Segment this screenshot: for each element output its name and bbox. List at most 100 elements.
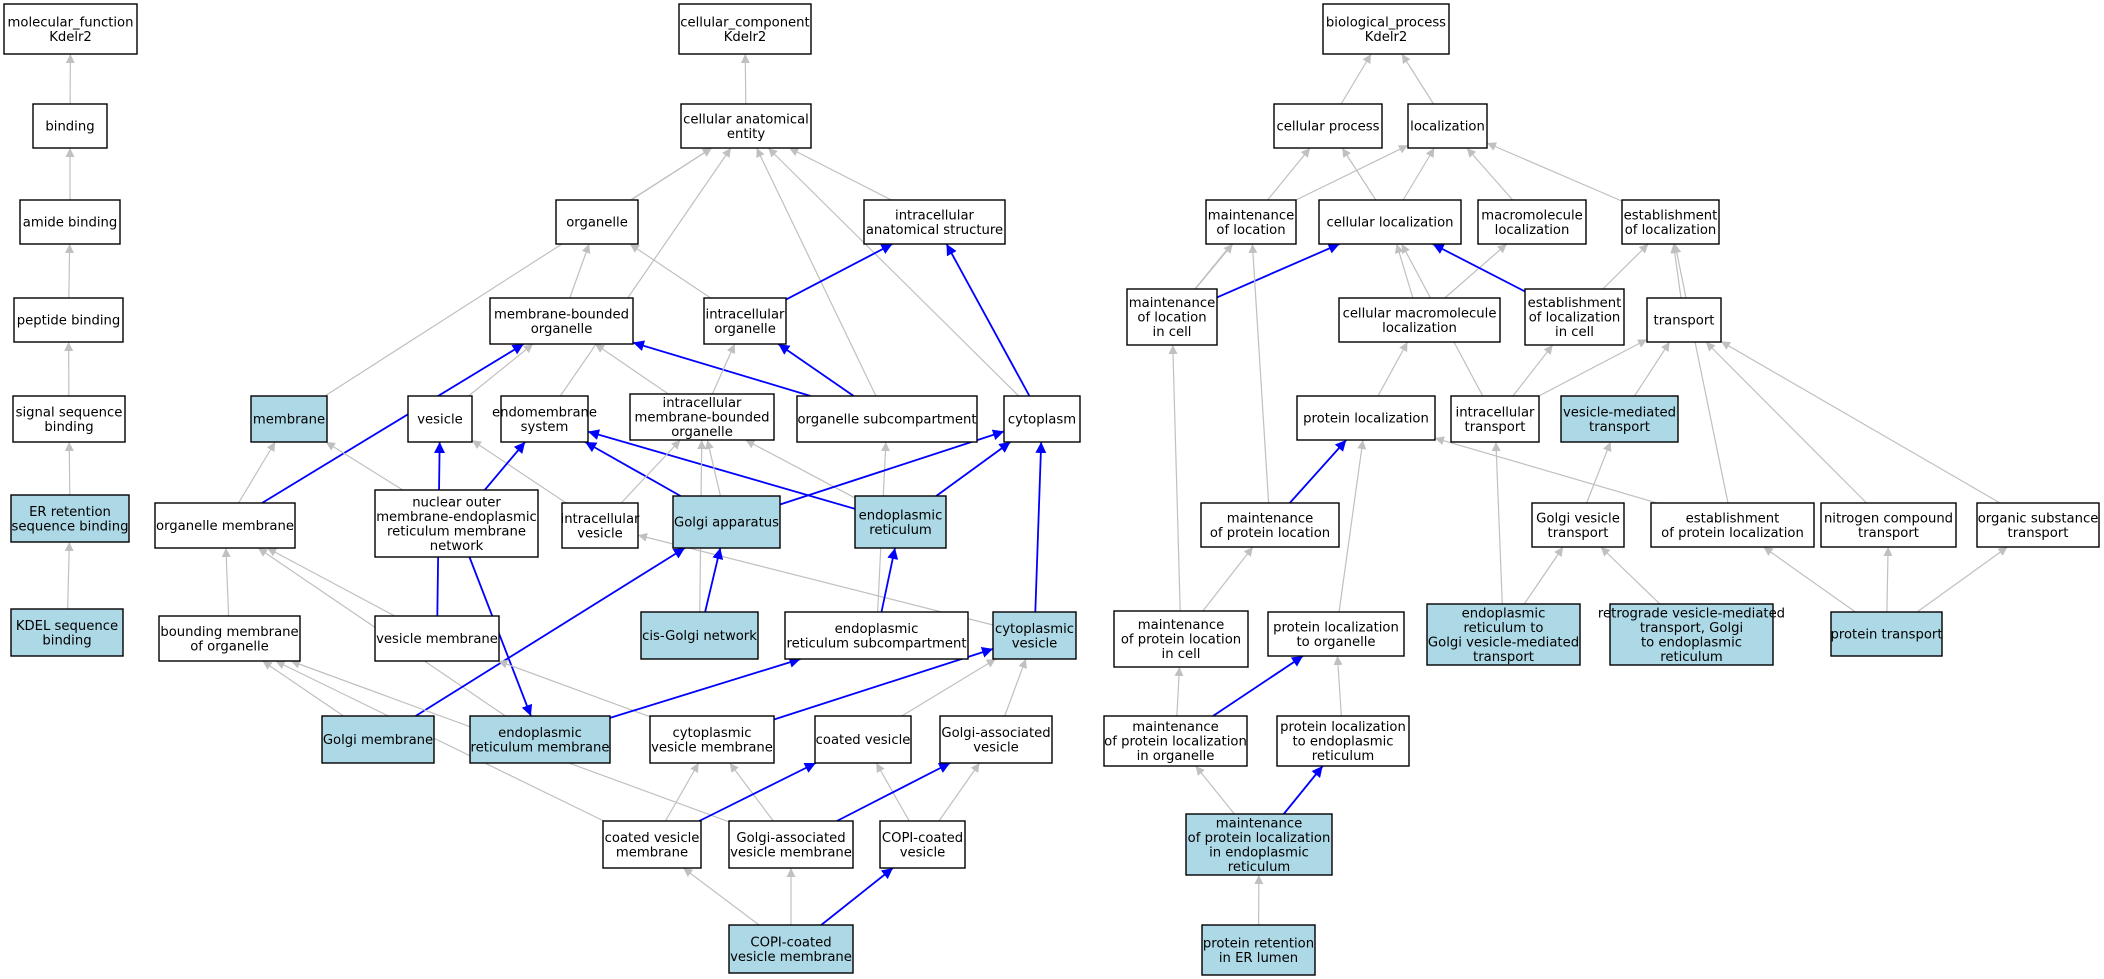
node-box: [1201, 924, 1316, 976]
node-label-line: of localization: [1529, 311, 1621, 326]
node-vesmem: vesicle membrane: [374, 615, 500, 662]
edge-vmt-to-transport: [1633, 341, 1671, 397]
node-cloc: cellular localization: [1318, 199, 1462, 245]
node-box: [1126, 288, 1218, 346]
node-label-line: transport: [1465, 420, 1526, 435]
node-label-line: peptide binding: [17, 314, 121, 329]
edge-mpl-to-protloc: [1289, 439, 1347, 504]
node-label-line: cellular macromolecule: [1343, 306, 1497, 321]
node-label-line: Kdelr2: [49, 30, 92, 45]
edge-mpler-to-mplorg: [1195, 765, 1235, 815]
node-prottrans: protein transport: [1830, 611, 1943, 657]
node-label-line: protein localization: [1303, 412, 1429, 427]
node-label-line: nitrogen compound: [1824, 511, 1953, 526]
edge-cmacroloc-to-macroloc: [1444, 243, 1508, 299]
node-amide: amide binding: [19, 199, 121, 245]
node-label-line: endoplasmic: [835, 622, 919, 637]
edge-ermem-to-ersub: [609, 656, 801, 719]
node-label-line: organelle: [671, 425, 733, 440]
node-label-line: anatomical structure: [866, 223, 1003, 238]
edge-nuclear-to-ermem: [468, 556, 533, 717]
node-label-line: localization: [1382, 321, 1457, 336]
node-box: [1205, 199, 1297, 245]
node-label-line: binding: [44, 420, 93, 435]
node-label-line: in endoplasmic: [1209, 845, 1309, 860]
node-box: [10, 608, 124, 657]
node-label-line: establishment: [1624, 208, 1718, 223]
node-box: [1113, 610, 1249, 668]
node-label-line: maintenance: [1138, 618, 1224, 633]
edge-ias-to-cae: [788, 147, 892, 201]
node-box: [489, 297, 634, 345]
edge-prottrans-to-ncompt: [1883, 546, 1893, 613]
node-box: [407, 395, 473, 443]
node-box: [784, 611, 969, 660]
node-box: [728, 820, 854, 869]
node-box: [10, 494, 130, 543]
node-label-line: protein localization: [1273, 620, 1399, 635]
node-label-line: organelle: [566, 216, 628, 231]
node-label-line: reticulum: [1228, 860, 1291, 875]
node-label-line: transport: [1654, 314, 1715, 329]
edge-cmacroloc-to-cloc: [1394, 243, 1414, 299]
edge-vesicle-to-mbo: [468, 343, 534, 397]
node-cisgolgi: cis-Golgi network: [640, 611, 759, 660]
node-label-line: cellular process: [1276, 120, 1379, 135]
node-box: [250, 395, 328, 443]
node-label-line: reticulum membrane: [387, 524, 526, 539]
edge-ncompt-to-transport: [1705, 341, 1867, 504]
node-label-line: cellular localization: [1326, 216, 1453, 231]
node-box: [12, 395, 126, 443]
node-label-line: vesicle: [417, 413, 462, 428]
node-label-line: COPI-coated: [882, 831, 963, 846]
edge-golgimem-to-bmo: [262, 660, 344, 717]
node-label-line: vesicle membrane: [730, 845, 852, 860]
node-box: [555, 199, 639, 245]
edge-endosys-to-cae: [559, 147, 732, 397]
node-label-line: cis-Golgi network: [642, 629, 757, 644]
node-box: [939, 715, 1053, 764]
node-osub: organelle subcompartment: [796, 395, 978, 443]
node-label-line: of protein localization: [1188, 831, 1331, 846]
edge-golgi-to-endosys: [584, 441, 682, 497]
node-label-line: in organelle: [1137, 749, 1215, 764]
node-box: [629, 393, 775, 441]
node-box: [1267, 611, 1405, 657]
node-label-line: sequence binding: [12, 519, 129, 534]
edge-osub-to-cae: [756, 147, 877, 397]
node-label-line: organic substance: [1978, 511, 2099, 526]
node-label-line: transport, Golgi: [1640, 621, 1743, 636]
node-transport: transport: [1646, 297, 1722, 343]
edge-mpler-to-pler: [1283, 765, 1324, 815]
node-label-line: establishment: [1528, 296, 1622, 311]
edge-ivesicle-to-vesicle: [471, 439, 567, 504]
node-label-line: intracellular: [1456, 405, 1535, 420]
node-box: [1524, 288, 1625, 346]
node-box: [1650, 502, 1815, 548]
edge-prottrans-to-orgsub: [1916, 546, 2008, 613]
node-label-line: of location: [1137, 311, 1206, 326]
edge-orgmem-to-membrane: [238, 441, 276, 504]
edge-prottrans-to-estprot: [1763, 546, 1856, 613]
node-box: [19, 199, 121, 245]
node-label-line: transport: [2008, 526, 2069, 541]
edge-imbo-to-mbo: [594, 343, 669, 395]
edge-mplorg-to-plorg: [1212, 655, 1304, 717]
edge-cisgolgi-to-golgi: [704, 547, 724, 613]
node-box: [814, 715, 912, 764]
node-box: [1003, 395, 1081, 443]
node-box: [728, 924, 854, 974]
node-label-line: transport: [1473, 650, 1534, 665]
node-label-line: of protein localization: [1661, 526, 1804, 541]
edge-golgi-to-imbo: [705, 439, 722, 497]
